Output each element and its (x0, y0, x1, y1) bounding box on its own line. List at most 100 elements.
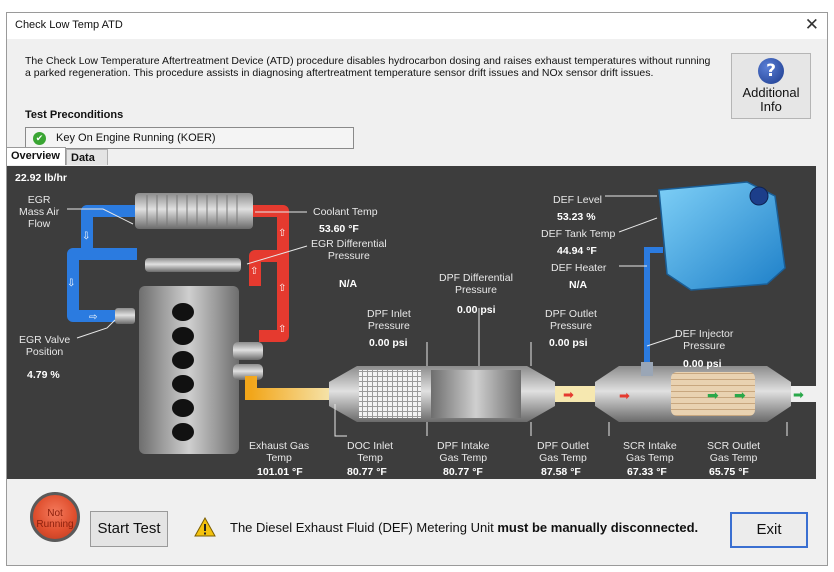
warning-bold: must be manually disconnected. (497, 520, 699, 535)
test-status-indicator: Not Running (30, 492, 80, 542)
egr-valve-label-line-2: Position (25, 346, 64, 358)
procedure-description: The Check Low Temperature Aftertreatment… (25, 55, 711, 79)
status-line-1: Not (47, 508, 63, 519)
def-heater-label: DEF Heater (551, 262, 607, 274)
svg-text:⇧: ⇧ (278, 228, 286, 239)
scr-intake-temp-value: 67.33 °F (627, 466, 667, 478)
dpf-intake-label-line-1: DPF Intake (437, 440, 490, 452)
def-tank (658, 181, 786, 291)
dpf-outlet-pressure-value: 0.00 psi (549, 337, 588, 349)
doc-inlet-temp-value: 80.77 °F (347, 466, 387, 478)
start-test-button[interactable]: Start Test (90, 511, 168, 547)
dpf-diff-label-line-2: Pressure (454, 284, 497, 296)
egr-diff-pressure-label: EGR Differential Pressure (311, 238, 387, 262)
svg-text:⇩: ⇩ (67, 278, 75, 289)
dpf-diff-pressure-value: 0.00 psi (457, 304, 496, 316)
scr-intake-label-line-2: Gas Temp (626, 452, 674, 464)
tab-data[interactable]: Data (66, 149, 108, 165)
check-icon: ✔ (33, 132, 46, 145)
engine-cylinders (172, 303, 194, 441)
additional-info-button[interactable]: ? Additional Info (731, 53, 811, 119)
dpf-inlet-pressure-label: DPF Inlet Pressure (367, 308, 411, 332)
dpf-outlet-temp-label-line-1: DPF Outlet (537, 440, 589, 452)
exhaust-gas-temp-value: 101.01 °F (257, 466, 303, 478)
def-injector-label-line-2: Pressure (683, 340, 726, 352)
doc-inlet-label-line-1: DOC Inlet (347, 440, 394, 452)
def-tank-temp-label: DEF Tank Temp (541, 228, 616, 240)
egr-tube (145, 258, 241, 272)
dpf-intake-temp-label: DPF Intake Gas Temp (437, 440, 490, 464)
status-line-2: Running (36, 519, 74, 530)
egr-valve-position-value: 4.79 % (27, 369, 60, 381)
engine-block (139, 286, 239, 454)
dpf-outlet-label-line-2: Pressure (549, 320, 592, 332)
egr-flow-label-line-1: EGR (27, 194, 51, 206)
exhaust-gas-temp-label: Exhaust Gas Temp (249, 440, 309, 464)
def-tank-cap (749, 186, 769, 206)
egr-diff-label-line-2: Pressure (327, 250, 370, 262)
def-heater-value: N/A (569, 279, 588, 291)
def-injector (641, 362, 653, 376)
coolant-temp-label: Coolant Temp (313, 206, 378, 218)
svg-text:⇨: ⇨ (89, 312, 97, 323)
egr-mass-air-flow-label: EGR Mass Air Flow (19, 194, 59, 230)
diagram-graphics: ⇩⇩⇨ ⇧⇧⇧⇧ ➡ ➡ ➡ ➡ ➡ (67, 181, 816, 454)
scr-element (671, 372, 755, 416)
egr-flow-label-line-2: Mass Air (19, 206, 60, 218)
dpf-element (431, 370, 521, 418)
tab-overview[interactable]: Overview (6, 147, 66, 165)
mid-pipe-arrow: ➡ (563, 388, 574, 403)
egr-cooler (135, 193, 253, 229)
precondition-label: Key On Engine Running (KOER) (56, 132, 216, 144)
egr-mass-air-flow-value: 22.92 lb/hr (15, 172, 67, 184)
exhaust-temp-label-line-1: Exhaust Gas (249, 440, 310, 452)
def-injector-pressure-label: DEF Injector Pressure (675, 328, 733, 352)
scr-intake-label-line-1: SCR Intake (623, 440, 677, 452)
dpf-outlet-pressure-label: DPF Outlet Pressure (545, 308, 597, 332)
def-level-label: DEF Level (553, 194, 603, 206)
def-level-value: 53.23 % (557, 211, 596, 223)
scr-outlet-temp-label: SCR Outlet Gas Temp (707, 440, 760, 464)
precondition-item: ✔ Key On Engine Running (KOER) (25, 127, 354, 149)
title-bar: Check Low Temp ATD ✕ (7, 13, 827, 39)
egr-flow-label-line-3: Flow (28, 218, 51, 230)
svg-text:⇧: ⇧ (278, 283, 286, 294)
tailpipe (791, 386, 816, 402)
dpf-inlet-label-line-1: DPF Inlet (367, 308, 411, 320)
close-icon[interactable]: ✕ (804, 15, 819, 34)
egr-valve-label-line-1: EGR Valve (19, 334, 71, 346)
egr-cooler-fins (146, 195, 238, 227)
svg-text:⇧: ⇧ (250, 266, 258, 277)
def-tank-temp-value: 44.94 °F (557, 245, 597, 257)
scr-intake-temp-label: SCR Intake Gas Temp (623, 440, 677, 464)
dpf-intake-label-line-2: Gas Temp (439, 452, 488, 464)
def-line (644, 247, 663, 362)
svg-text:⇩: ⇩ (82, 231, 90, 242)
exit-button[interactable]: Exit (730, 512, 808, 548)
egr-diff-pressure-value: N/A (339, 278, 358, 290)
scr-green-arrow-2: ➡ (734, 388, 746, 404)
tailpipe-arrow: ➡ (793, 388, 804, 403)
dpf-outlet-label-line-1: DPF Outlet (545, 308, 597, 320)
doc-inlet-temp-label: DOC Inlet Temp (347, 440, 393, 464)
exhaust-temp-label-line-2: Temp (266, 452, 292, 464)
window-title: Check Low Temp ATD (15, 19, 123, 31)
egr-diff-label-line-1: EGR Differential (311, 238, 387, 250)
def-injector-label-line-1: DEF Injector (675, 328, 734, 340)
aftertreatment-diagram: ⇩⇩⇨ ⇧⇧⇧⇧ ➡ ➡ ➡ ➡ ➡ (7, 166, 816, 479)
egr-valve-position-label: EGR Valve Position (19, 334, 70, 358)
leader-lines (67, 195, 788, 437)
scr-outlet-temp-value: 65.75 °F (709, 466, 749, 478)
dpf-outlet-temp-label-line-2: Gas Temp (539, 452, 587, 464)
egr-valve (115, 308, 135, 324)
dpf-intake-temp-value: 80.77 °F (443, 466, 483, 478)
dpf-diff-label-line-1: DPF Differential (439, 272, 513, 284)
additional-info-label-1: Additional (742, 85, 800, 100)
scr-inlet-arrow: ➡ (619, 389, 630, 404)
scr-outlet-label-line-1: SCR Outlet (707, 440, 761, 452)
exhaust-pipe (245, 376, 347, 400)
additional-info-label-2: Info (760, 99, 782, 114)
scr-outlet-label-line-2: Gas Temp (709, 452, 758, 464)
cool-egr-pipe (67, 205, 137, 322)
coolant-temp-value: 53.60 °F (319, 223, 359, 235)
